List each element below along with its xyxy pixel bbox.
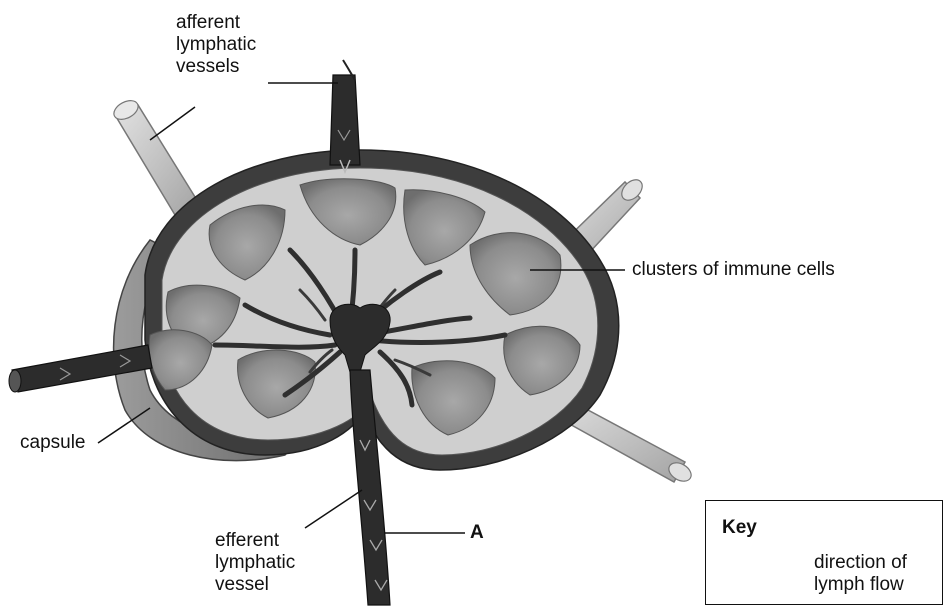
- label-capsule: capsule: [20, 432, 86, 454]
- afferent-vessel-upper-left: [111, 97, 200, 215]
- label-point-a: A: [470, 522, 484, 544]
- afferent-vessel-top: [330, 60, 360, 172]
- key-description: direction of lymph flow: [814, 552, 907, 596]
- label-clusters: clusters of immune cells: [632, 259, 835, 281]
- label-efferent: efferent lymphatic vessel: [215, 530, 295, 596]
- key-title: Key: [722, 517, 757, 539]
- label-afferent: afferent lymphatic vessels: [176, 12, 256, 78]
